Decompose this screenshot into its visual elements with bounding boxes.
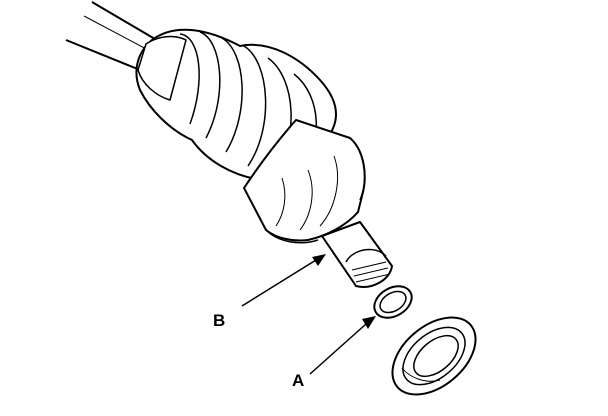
callout-label-b: B <box>213 311 226 330</box>
callout-label-a: A <box>292 371 305 390</box>
cv-joint-housing <box>243 119 366 244</box>
drive-shaft <box>65 1 161 71</box>
splined-stub-shaft <box>321 221 393 288</box>
set-ring <box>373 285 413 319</box>
oil-seal <box>391 316 477 396</box>
callout-a-leader <box>309 316 376 375</box>
callout-b-leader <box>241 254 326 307</box>
